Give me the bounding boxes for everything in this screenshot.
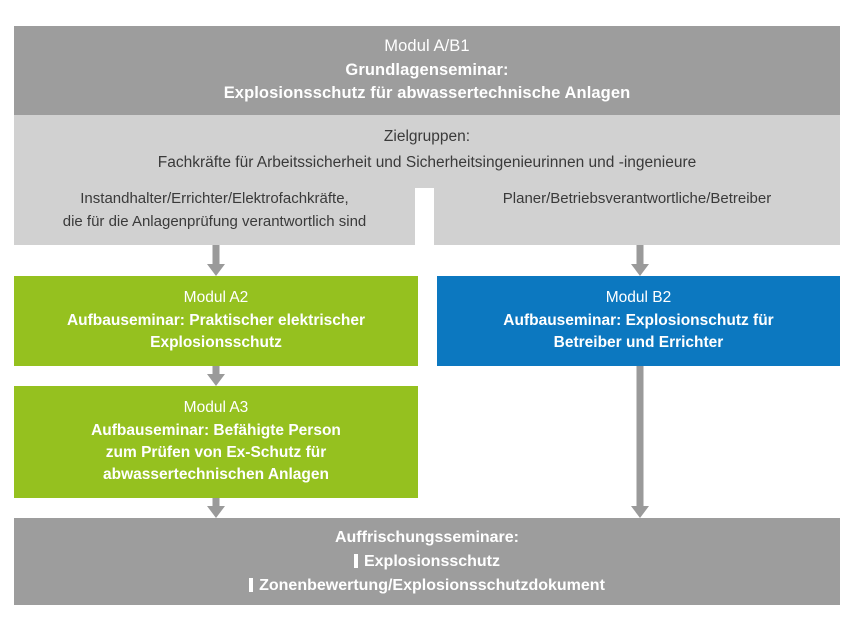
arrow-down-icon-a2-to-a3 [205,366,227,386]
module-a3-box: Modul A3 Aufbauseminar: Befähigte Person… [14,386,418,498]
arrow-head [631,264,649,276]
arrow-head [207,264,225,276]
refresher-item: Zonenbewertung/Explosionsschutzdokument [249,574,605,598]
module-a3-desc-line1: Aufbauseminar: Befähigte Person [91,421,341,439]
arrow-shaft [212,366,220,374]
module-a2-desc-line2: Explosionsschutz [150,334,282,352]
module-b2-label: Modul B2 [605,289,672,307]
arrow-head [631,506,649,518]
bullet-bar-icon [249,577,254,592]
target-groups-heading: Zielgruppen: [383,128,471,145]
arrow-shaft [212,498,220,506]
target-group-left-column: Instandhalter/Errichter/Elektrofachkräft… [14,187,415,234]
refresher-title: Auffrischungsseminare: [334,528,520,546]
module-b2-box: Modul B2 Aufbauseminar: Explosionschutz … [437,276,840,366]
arrow-shaft [636,366,644,506]
module-a2-desc-line1: Aufbauseminar: Praktischer elektrischer [66,311,366,329]
target-group-left-line1: Instandhalter/Errichter/Elektrofachkräft… [80,190,349,207]
refresher-item-label: Zonenbewertung/Explosionsschutzdokument [259,576,605,594]
target-groups-subheading: Fachkräfte für Arbeitssicherheit und Sic… [157,154,697,171]
arrow-shaft [636,245,644,264]
refresher-item: Explosionsschutz [353,550,501,574]
target-group-left-line2: die für die Anlagenprüfung verantwortlic… [62,213,367,231]
header-seminar-type: Grundlagenseminar: [345,60,509,79]
arrow-head [207,506,225,518]
module-a3-desc-line2: zum Prüfen von Ex-Schutz für [105,444,327,461]
refresher-seminars-box: Auffrischungsseminare: Explosionsschutz … [14,518,840,605]
target-groups-band: Zielgruppen: Fachkräfte für Arbeitssiche… [14,115,840,245]
module-a3-label: Modul A3 [183,399,249,417]
target-group-right-column: Planer/Betriebsverantwortliche/Betreiber [434,187,840,210]
header-module-label: Modul A/B1 [384,36,470,55]
arrow-down-icon-a3-to-refresher [205,498,227,518]
target-groups-divider [415,188,434,245]
module-a2-label: Modul A2 [183,289,249,307]
module-b2-desc-line2: Betreiber und Errichter [553,334,724,352]
bullet-bar-icon [353,553,358,568]
arrow-down-icon-band-to-b2 [629,245,651,276]
header-module-ab1-box: Modul A/B1 Grundlagenseminar: Explosions… [14,26,840,115]
module-a2-box: Modul A2 Aufbauseminar: Praktischer elek… [14,276,418,366]
header-seminar-title: Explosionsschutz für abwassertechnische … [223,84,631,103]
module-b2-desc-line1: Aufbauseminar: Explosionschutz für [503,311,774,329]
arrow-shaft [212,245,220,264]
arrow-down-icon-band-to-a2 [205,245,227,276]
arrow-head [207,374,225,386]
refresher-item-label: Explosionsschutz [363,552,501,570]
target-group-right-line1: Planer/Betriebsverantwortliche/Betreiber [502,190,772,207]
module-a3-desc-line3: abwassertechnischen Anlagen [103,466,329,484]
arrow-down-icon-b2-to-refresher [629,366,651,518]
